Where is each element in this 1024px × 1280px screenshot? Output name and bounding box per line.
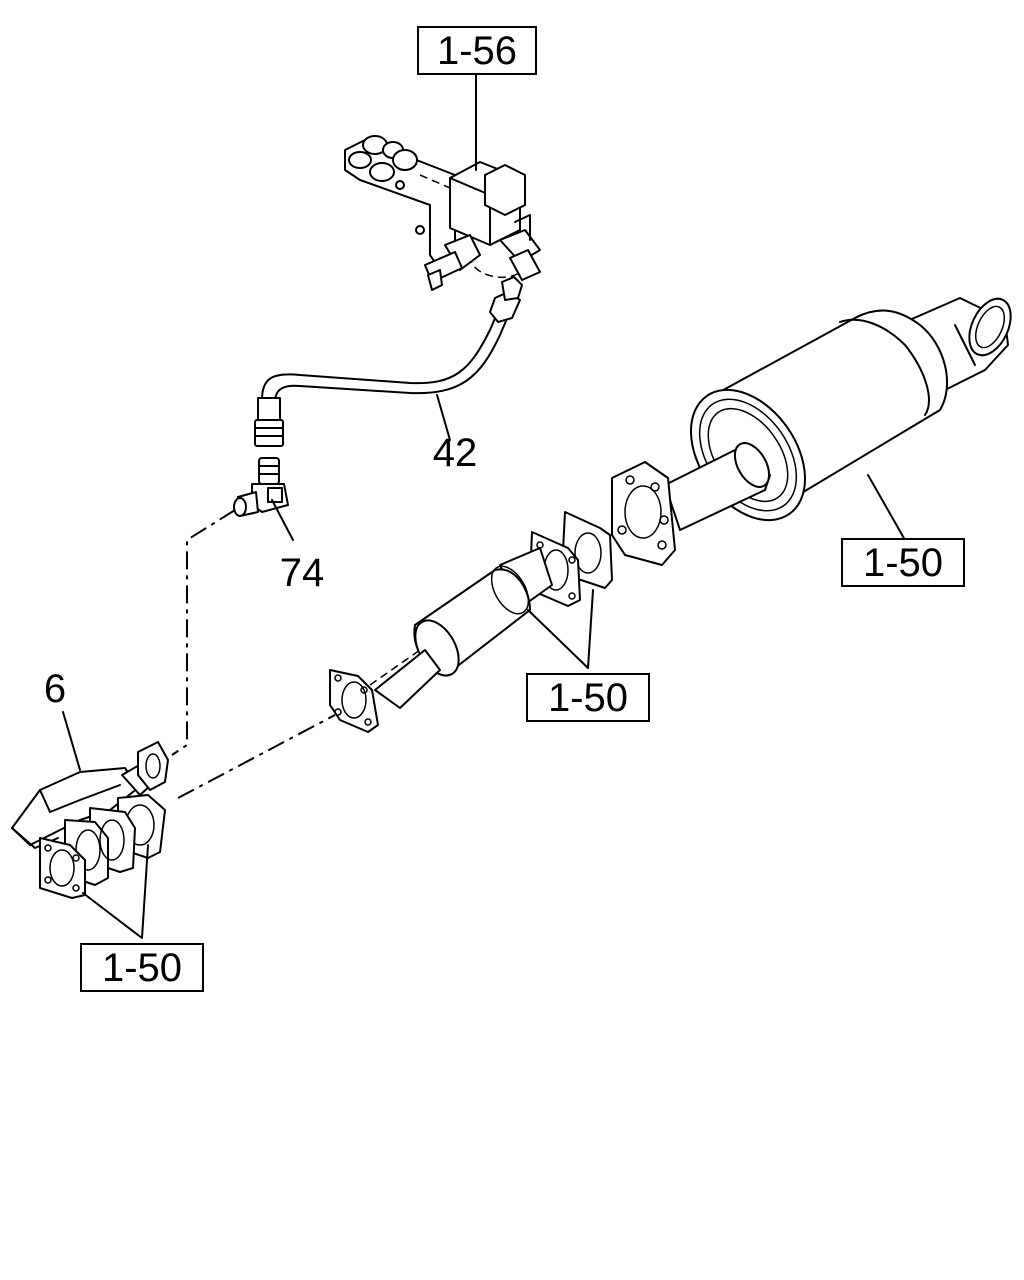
ref-muffler-label: 1-50 (863, 541, 943, 585)
callout-ref-top: 1-56 (417, 26, 537, 75)
pipe-route-line (171, 509, 236, 756)
exhaust-manifold (11, 741, 169, 899)
part-number-hose: 42 (433, 431, 478, 475)
callout-ref-muffler: 1-50 (841, 538, 965, 587)
ref-middle-label: 1-50 (548, 676, 628, 720)
sensor-bracket-assembly (344, 135, 541, 291)
ref-top-label: 1-56 (437, 29, 517, 73)
center-pipe-converter (329, 511, 613, 733)
flexible-hose (254, 276, 523, 447)
part-number-manifold: 6 (44, 667, 66, 711)
part-number-connector: 74 (280, 551, 325, 595)
muffler (611, 297, 1012, 566)
assembly-axis-line (177, 714, 336, 799)
callout-ref-middle: 1-50 (526, 673, 650, 722)
leader-lines (62, 73, 906, 939)
tee-connector (233, 457, 289, 517)
callout-ref-bottom: 1-50 (80, 943, 204, 992)
ref-bottom-label: 1-50 (102, 946, 182, 990)
